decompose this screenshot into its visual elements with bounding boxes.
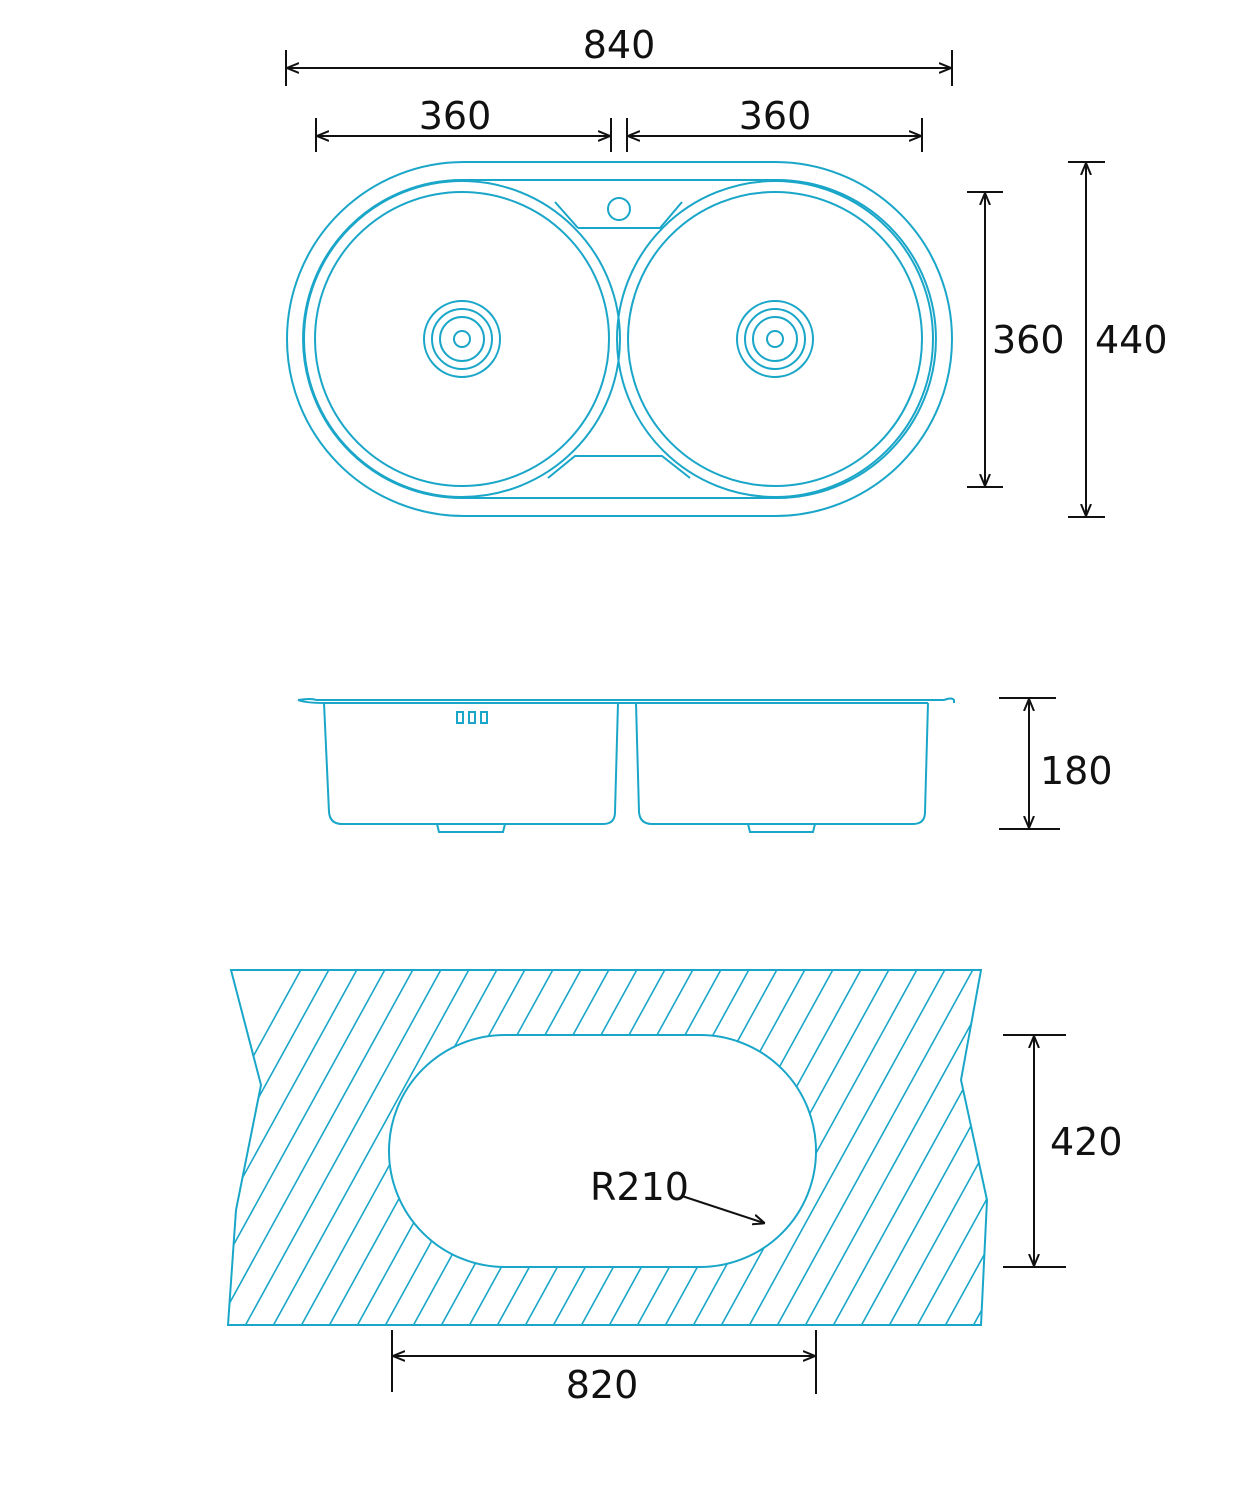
faucet-deck	[554, 201, 683, 229]
cutout-depth-label: 420	[1050, 1120, 1123, 1164]
height-label: 180	[1040, 749, 1113, 793]
hatch-line	[855, 970, 987, 1325]
side-rim	[297, 697, 955, 703]
right-basin-profile	[635, 702, 929, 825]
right-bowl-inner	[627, 191, 923, 487]
hatch-line	[743, 970, 951, 1325]
bowl-diameter-label: 360	[992, 318, 1065, 362]
overall-depth-label: 440	[1095, 318, 1168, 362]
cutout-dimensions: 420 820 R210	[391, 1034, 1123, 1407]
right-bowl	[616, 180, 934, 498]
hatch-line	[715, 970, 923, 1325]
hatch-line	[827, 970, 987, 1325]
left-basin-profile	[323, 702, 619, 825]
left-bowl-inner	[314, 191, 610, 487]
bottom-ledge	[547, 455, 691, 479]
hatch-line	[771, 970, 979, 1325]
right-drain-icon	[736, 300, 814, 378]
left-drain-icon	[423, 300, 501, 378]
cutout-view	[226, 960, 1253, 1335]
right-drain-outlet	[747, 823, 816, 833]
hatch-line	[1164, 960, 1253, 1335]
faucet-hole-icon	[607, 197, 631, 221]
right-bowl-width-label: 360	[739, 94, 812, 138]
side-view-dimensions: 180	[999, 697, 1113, 830]
top-view	[286, 161, 953, 517]
hatch-line	[228, 970, 391, 1325]
overflow-slots-icon	[456, 711, 488, 724]
hatch-line	[239, 970, 447, 1325]
sink-outer-rim	[286, 161, 953, 517]
hatch-line	[911, 970, 987, 1325]
hatch-line	[1136, 960, 1253, 1335]
cutout-opening	[388, 1034, 817, 1268]
hatch-line	[267, 970, 475, 1325]
hatch-line	[883, 970, 987, 1325]
hatch-line	[939, 970, 987, 1325]
top-view-dimensions: 840 360 360 360 440	[285, 23, 1168, 518]
hatch-line	[228, 970, 363, 1325]
hatch-line	[228, 970, 419, 1325]
cutout-width-label: 820	[566, 1363, 639, 1407]
left-bowl	[303, 180, 621, 498]
hatch-line	[1192, 960, 1253, 1335]
countertop-outline	[226, 969, 989, 1326]
left-bowl-width-label: 360	[419, 94, 492, 138]
hatch-line	[228, 970, 307, 1325]
hatch-line	[1108, 960, 1253, 1335]
hatch-line	[1248, 960, 1253, 1335]
left-drain-outlet	[436, 823, 506, 833]
hatch-line	[1220, 960, 1253, 1335]
side-view	[297, 697, 955, 833]
corner-radius-label: R210	[590, 1165, 689, 1209]
overall-width-label: 840	[583, 23, 656, 67]
